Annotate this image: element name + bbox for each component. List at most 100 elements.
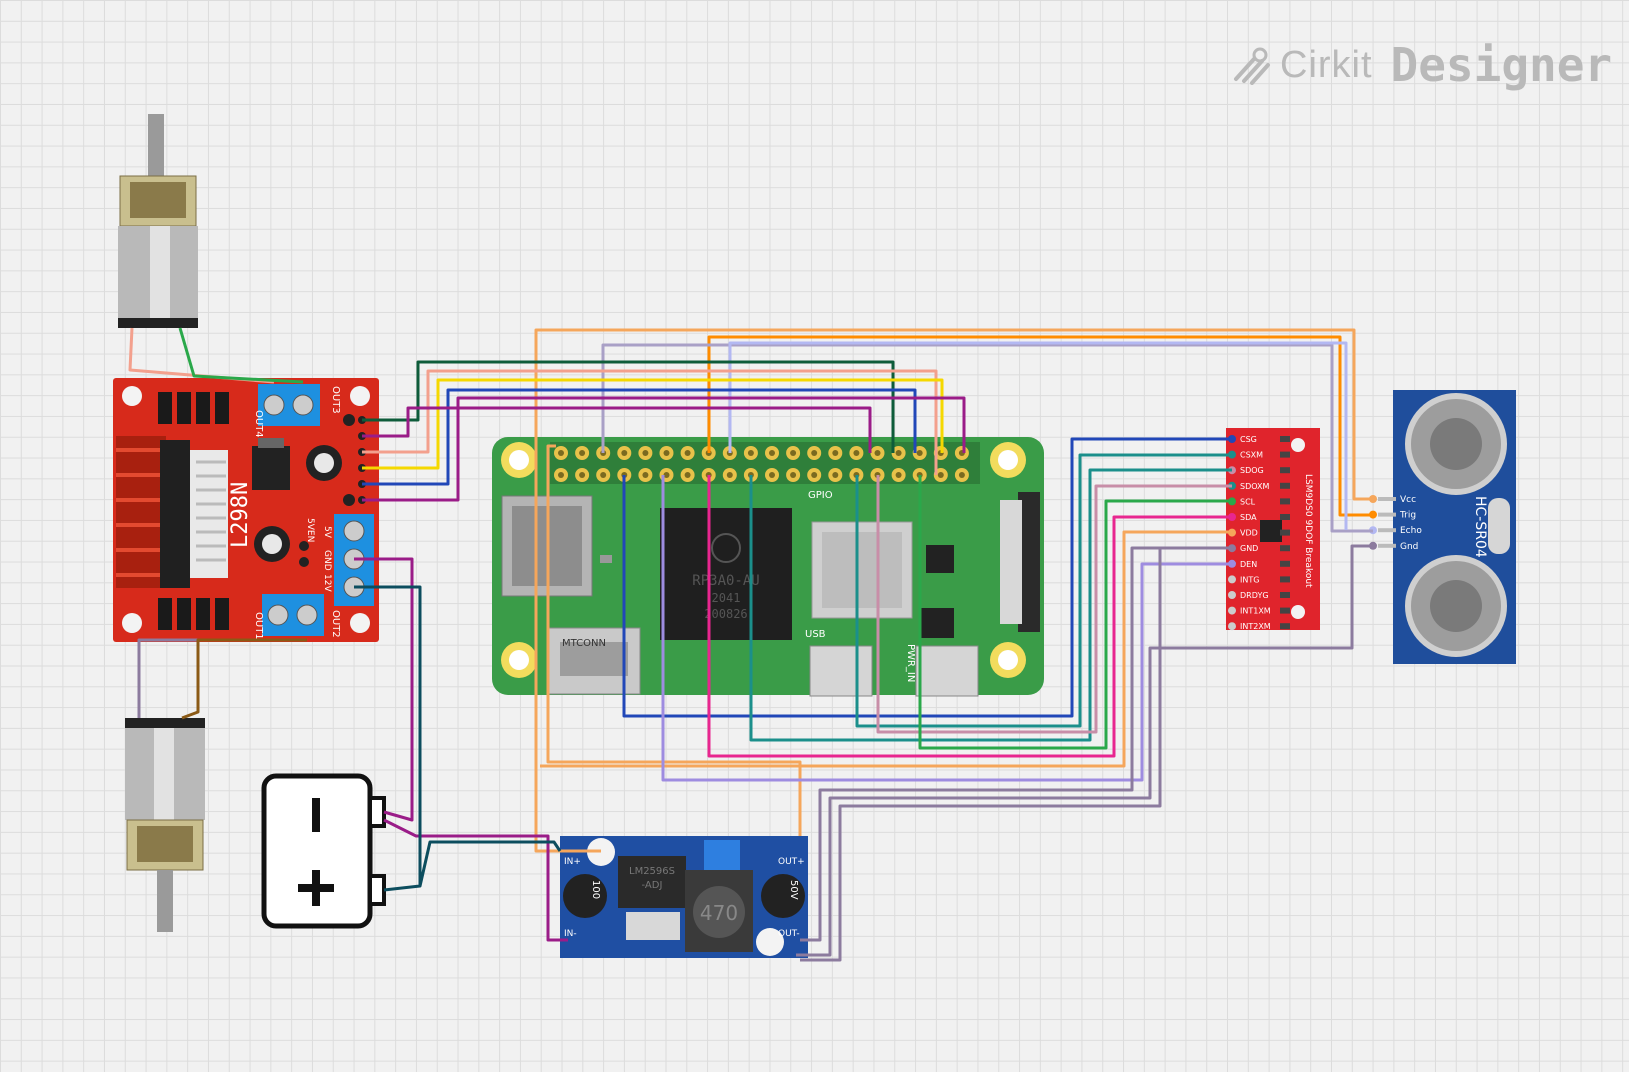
gpio-pin-hole [769,450,775,456]
gpio-pin-hole [916,450,923,456]
imu-pin-label: SDOG [1240,466,1264,475]
imu-pin-pad [1280,467,1290,474]
imu-pin-pad [1280,592,1290,598]
gpio-pin-hole [958,472,965,478]
battery-minus-icon [312,798,320,832]
sonar-pin-lead [1378,543,1396,548]
imu-pin-pad [1280,482,1290,489]
gpio-pin-hole [790,450,797,456]
dc-gear-motor-top[interactable] [118,114,198,328]
wire[interactable] [178,327,304,384]
wire[interactable] [540,530,1232,768]
wire[interactable] [137,638,278,718]
wire[interactable] [354,585,422,892]
pi-soc-sub2: 200826 [704,607,747,621]
wire[interactable] [749,468,1232,742]
wire[interactable] [855,453,1232,728]
sonar-pin-label: Echo [1400,526,1422,536]
gpio-pin-hole [663,472,670,478]
imu-pin-label: INT1XM [1240,607,1271,616]
imu-pin-label: GND [1240,544,1258,553]
wire[interactable] [918,475,1232,750]
pi-mtconn-label: MTCONN [562,638,606,649]
wire[interactable] [362,360,895,453]
gpio-pin-hole [579,450,586,456]
wire[interactable] [707,475,1232,758]
wire[interactable] [707,335,1373,517]
l298n-out1-label: OUT1 [253,612,264,640]
dc-gear-motor-bottom[interactable] [125,718,205,932]
wire[interactable] [661,475,1232,782]
imu-pin[interactable] [1228,622,1236,631]
battery[interactable] [261,773,386,929]
imu-pin-pad [1280,498,1290,505]
imu-lsm9ds0-breakout[interactable]: CSGCSXMSDOGSDOXMSCLSDAVDDGNDDENINTGDRDYG… [1226,428,1320,631]
imu-title: LSM9DS0 9DOF Breakout [1303,474,1313,588]
gpio-pin-hole [811,472,818,478]
wire[interactable] [800,546,1232,962]
imu-pin-label: INTG [1240,575,1259,584]
wire[interactable] [128,327,275,384]
raspberry-pi-zero-2w[interactable]: RP3A0-AU 2041 200826 USB PWR_IN MTCONN G… [492,437,1044,697]
l298n-chip-label: L298N [228,482,253,548]
wire[interactable] [418,840,562,887]
wire[interactable] [362,369,938,475]
wire[interactable] [362,396,966,502]
imu-pin[interactable] [1228,591,1236,599]
gpio-pin-hole [684,450,691,456]
product-name: Designer [1390,38,1613,92]
wire[interactable] [354,557,414,822]
gpio-pin-hole [600,472,607,478]
raspberry-logo-icon [711,533,741,563]
cirkit-logo-icon [1234,47,1270,85]
imu-pin-pad [1280,607,1290,614]
wire[interactable] [796,544,1373,957]
gpio-pin-hole [558,472,564,478]
imu-pin-pad [1280,436,1290,442]
wire[interactable] [362,406,872,453]
wire[interactable] [362,378,944,470]
wire[interactable] [534,328,1373,853]
gpio-pin-hole [895,450,902,456]
sonar-pin-label: Gnd [1400,542,1418,552]
imu-pin-label: VDD [1240,529,1258,538]
cirkit-designer-logo: Cirkit Designer [1232,38,1612,92]
buck-chip-sub: -ADJ [642,880,663,891]
imu-pin-pad [1280,560,1290,567]
motor-driver-l298n[interactable]: L298N OUT4 OUT3 OUT1 OUT2 5VEN 12V GND 5… [113,378,379,642]
wire[interactable] [876,475,1232,734]
gpio-pin-hole [642,450,649,456]
buck-converter-lm2596[interactable]: LM2596S -ADJ 470 100 50V IN+ IN- OUT+ OU… [560,836,808,958]
buck-inductor-label: 470 [700,901,738,925]
imu-pin-pad [1280,451,1290,458]
pi-pwr-in-label: PWR_IN [905,644,916,682]
sonar-pin-label: Trig [1399,511,1416,521]
wire[interactable] [181,638,307,720]
l298n-out2-label: OUT2 [330,610,341,638]
l298n-out3-label: OUT3 [330,386,341,414]
gpio-pin-hole [726,472,733,478]
pi-soc-sub1: 2041 [712,591,741,605]
imu-pin-pad [1280,514,1290,520]
sonar-title: HC-SR04 [1472,496,1488,558]
gpio-pin-hole [642,472,649,478]
imu-pin-label: CSXM [1240,451,1263,460]
l298n-gnd-label: GND [322,550,332,571]
sonar-pin-lead [1378,497,1396,501]
buck-in-plus-label: IN+ [564,857,581,867]
imu-pin[interactable] [1228,606,1236,615]
wire[interactable] [383,818,568,942]
gpio-pin-hole [558,450,564,456]
wire[interactable] [546,444,802,836]
l298n-12v-label: 12V [322,574,332,592]
pi-usb-label: USB [805,629,826,640]
wire[interactable] [362,388,917,486]
buck-chip-label: LM2596S [629,866,675,877]
wire[interactable] [800,546,1232,942]
wire[interactable] [622,437,1232,718]
imu-pin[interactable] [1228,575,1236,584]
gpio-pin-hole [853,450,860,456]
imu-pin-pad [1280,576,1290,583]
